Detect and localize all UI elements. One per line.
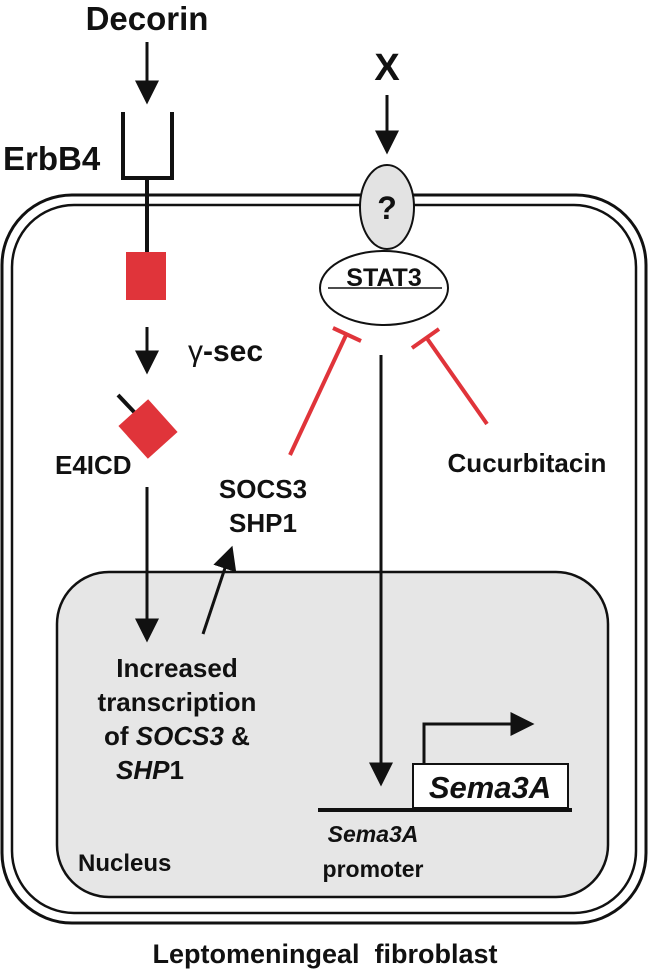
- transcription-line-4-suffix: 1: [170, 755, 184, 785]
- cell-membrane-outer: [0, 193, 648, 925]
- cucurbitacin-inhibition-bar: [410, 327, 441, 350]
- transcription-line-1: Increased: [116, 653, 237, 683]
- cucurbitacin-label: Cucurbitacin: [448, 448, 607, 478]
- transcription-to-socs3-arrow: [201, 545, 237, 635]
- x-label: X: [374, 47, 400, 89]
- socs3-gene-name: SOCS3: [136, 721, 225, 751]
- e4icd-stalk: [116, 393, 138, 416]
- transcription-line-3: of SOCS3 &: [104, 721, 250, 751]
- transcription-line-2: transcription: [98, 687, 257, 717]
- decorin-label: Decorin: [86, 0, 209, 37]
- cell-membrane-inner: [10, 203, 638, 915]
- erbb4-intracellular-domain: [126, 252, 166, 300]
- socs3-label: SOCS3: [219, 474, 307, 504]
- stat3-label: STAT3: [346, 264, 421, 292]
- socs3-inhibition-line: [288, 332, 349, 456]
- shp1-label: SHP1: [229, 508, 297, 538]
- nucleus-label: Nucleus: [78, 850, 171, 877]
- socs3-inhibition-bar: [332, 326, 362, 343]
- e4icd-label: E4ICD: [55, 450, 132, 480]
- unknown-receptor-label: ?: [377, 190, 397, 226]
- e4icd-fragment: [118, 399, 178, 459]
- promoter-label-line-2: promoter: [323, 856, 424, 882]
- transcription-line-4: SHP1: [116, 755, 184, 785]
- nucleus: [55, 570, 610, 899]
- sema3a-gene-box: [412, 763, 569, 809]
- transcription-start-arrow: [422, 712, 535, 764]
- cell-caption: Leptomeningeal fibroblast: [152, 939, 497, 969]
- shp-gene-name: SHP: [116, 755, 170, 785]
- unknown-receptor: [359, 164, 415, 250]
- erbb4-label: ErbB4: [3, 140, 101, 177]
- gamma-sec-label: γ-sec: [188, 335, 263, 368]
- transcription-line-3-prefix: of: [104, 721, 136, 751]
- gamma-symbol: γ: [188, 335, 203, 368]
- gamma-sec-suffix: -sec: [203, 335, 263, 368]
- sema3a-gene-label: Sema3A: [429, 770, 551, 805]
- promoter-label-line-1: Sema3A: [328, 821, 419, 847]
- erbb4-receptor: [121, 112, 174, 180]
- cucurbitacin-inhibition-line: [424, 335, 489, 426]
- transcription-line-3-suffix: &: [224, 721, 250, 751]
